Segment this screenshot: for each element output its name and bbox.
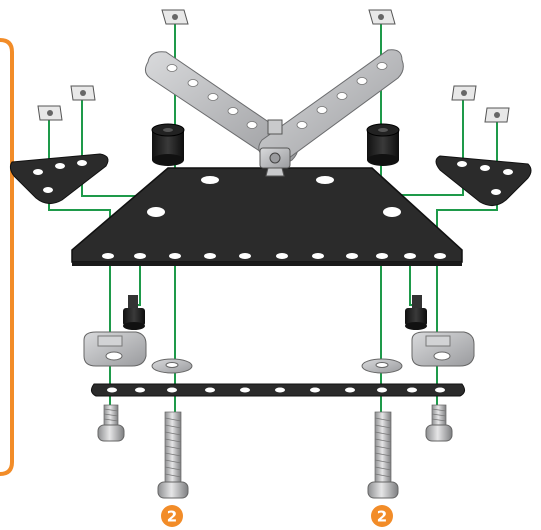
hinge-bracket-icon bbox=[411, 331, 475, 367]
bracket-icon bbox=[435, 155, 532, 206]
bracket-icon bbox=[9, 153, 109, 204]
square-nut-icon bbox=[161, 9, 189, 25]
callout-badge: 2 bbox=[371, 505, 393, 527]
flat-strip-icon bbox=[90, 383, 466, 397]
triangular-plate-icon bbox=[71, 167, 463, 266]
callout-label: 2 bbox=[377, 508, 387, 526]
washer-icon bbox=[361, 358, 403, 374]
callout-badge: 2 bbox=[161, 505, 183, 527]
perforated-strip-icon bbox=[144, 51, 299, 167]
cap-screw-icon bbox=[405, 295, 427, 330]
long-bolt-icon bbox=[367, 411, 399, 499]
rubber-spacer-icon bbox=[366, 123, 400, 166]
square-nut-icon bbox=[368, 9, 396, 25]
washer-icon bbox=[151, 358, 193, 374]
square-nut-icon bbox=[484, 107, 510, 123]
perforated-strip-icon bbox=[258, 49, 404, 167]
cap-screw-icon bbox=[123, 295, 145, 330]
square-nut-icon bbox=[37, 105, 63, 121]
short-bolt-icon bbox=[425, 404, 453, 442]
hinge-bracket-icon bbox=[83, 331, 147, 367]
callout-label: 2 bbox=[167, 508, 177, 526]
rubber-spacer-icon bbox=[151, 123, 185, 166]
short-bolt-icon bbox=[97, 404, 125, 442]
hinge-joint-icon bbox=[259, 119, 291, 177]
left-frame-border bbox=[0, 38, 14, 476]
square-nut-icon bbox=[451, 85, 477, 101]
square-nut-icon bbox=[70, 85, 96, 101]
long-bolt-icon bbox=[157, 411, 189, 499]
